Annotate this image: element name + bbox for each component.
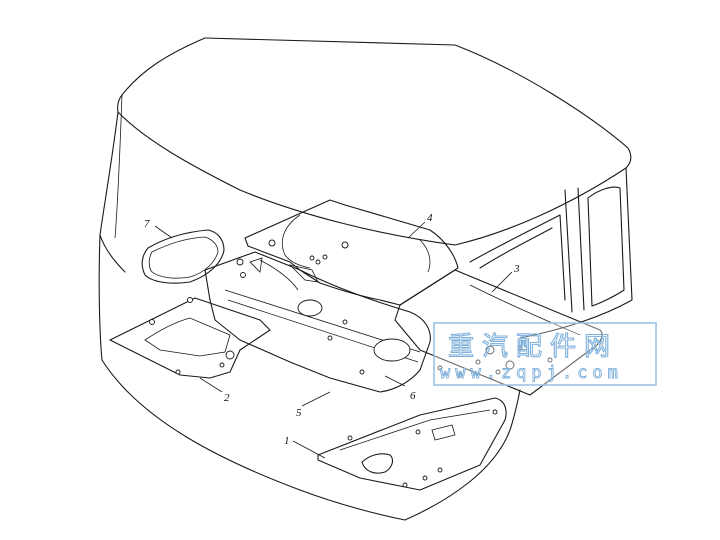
cab-outline — [98, 37, 633, 521]
callout-7: 7 — [144, 218, 173, 239]
callout-5-label: 5 — [296, 407, 302, 419]
watermark-title: 重汽配件网 — [448, 332, 618, 362]
callout-4-label: 4 — [427, 212, 433, 224]
callout-3-label: 3 — [513, 263, 520, 275]
callout-6-label: 6 — [410, 390, 416, 402]
callout-2-label: 2 — [224, 392, 230, 404]
part-4-panel — [244, 199, 459, 306]
callout-4: 4 — [407, 212, 433, 239]
watermark-url: www.zqpj.com — [440, 363, 623, 383]
callout-1-label: 1 — [284, 435, 290, 447]
watermark: 重汽配件网 www.zqpj.com — [433, 322, 657, 386]
part-2-panel — [109, 297, 271, 379]
callout-3: 3 — [491, 263, 520, 293]
part-7-panel — [141, 229, 225, 284]
callout-7-label: 7 — [144, 218, 150, 230]
part-3-panel — [394, 269, 603, 396]
part-5-6-panels — [204, 251, 431, 393]
part-1-panel — [317, 397, 507, 491]
callout-5: 5 — [296, 391, 331, 419]
callout-2: 2 — [199, 377, 230, 404]
callout-6: 6 — [384, 375, 416, 402]
callout-1: 1 — [284, 435, 326, 459]
